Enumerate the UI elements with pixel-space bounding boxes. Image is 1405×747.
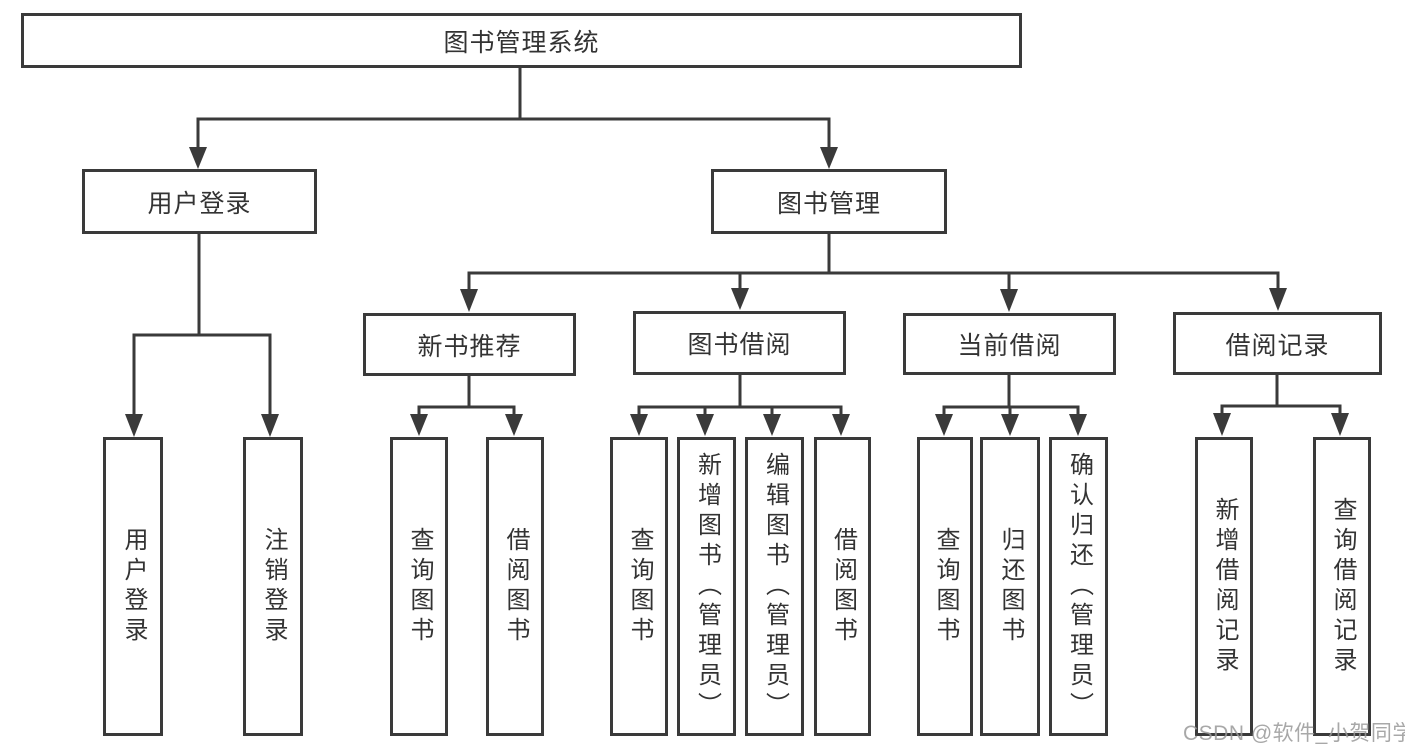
leaf-borrow-books-label: 借阅图书 — [829, 526, 857, 647]
leaf-borrow-books: 借阅图书 — [814, 437, 871, 736]
connector-book-borrow-to-leaves — [637, 375, 843, 415]
leaf-edit-books-admin-label: 编辑图书（管理员） — [761, 451, 789, 722]
leaf-logout-label: 注销登录 — [260, 526, 287, 647]
leaf-query-books-borrow-label: 查询图书 — [626, 526, 653, 647]
leaf-query-books-rec-label: 查询图书 — [406, 526, 433, 647]
leaf-user-login: 用户登录 — [103, 437, 163, 736]
leaf-query-books-current-label: 查询图书 — [932, 526, 959, 647]
node-user-login: 用户登录 — [82, 169, 317, 234]
node-borrow-records: 借阅记录 — [1173, 312, 1382, 375]
leaf-query-books-rec: 查询图书 — [390, 437, 448, 736]
connector-user-login-to-leaves — [132, 234, 272, 415]
leaf-borrow-books-rec: 借阅图书 — [486, 437, 544, 736]
leaf-confirm-return-admin: 确认归还（管理员） — [1049, 437, 1108, 736]
watermark: CSDN @软件_小贺同学 — [1183, 722, 1405, 745]
leaf-add-books-admin: 新增图书（管理员） — [677, 437, 736, 736]
connector-borrow-records-to-leaves — [1220, 375, 1342, 414]
leaf-query-borrow-record: 查询借阅记录 — [1313, 437, 1371, 736]
leaf-query-books-borrow: 查询图书 — [610, 437, 668, 736]
node-user-login-label: 用户登录 — [147, 189, 252, 218]
node-new-book-rec-label: 新书推荐 — [417, 332, 522, 361]
connector-current-borrow-to-leaves — [942, 375, 1080, 415]
node-book-borrow-label: 图书借阅 — [687, 331, 792, 359]
node-borrow-records-label: 借阅记录 — [1225, 331, 1330, 360]
node-book-borrow: 图书借阅 — [633, 311, 846, 375]
node-book-mgmt: 图书管理 — [711, 169, 947, 234]
leaf-user-login-label: 用户登录 — [120, 526, 147, 647]
node-new-book-rec: 新书推荐 — [363, 313, 576, 376]
arrowheads — [125, 147, 1349, 437]
connector-new-book-rec-to-leaves — [417, 376, 516, 415]
connector-root-to-level1 — [196, 68, 831, 148]
node-root: 图书管理系统 — [21, 13, 1022, 68]
leaf-query-books-current: 查询图书 — [917, 437, 973, 736]
leaf-return-books-label: 归还图书 — [997, 526, 1024, 647]
leaf-query-borrow-record-label: 查询借阅记录 — [1329, 496, 1356, 677]
node-root-label: 图书管理系统 — [443, 28, 600, 57]
leaf-borrow-books-rec-label: 借阅图书 — [502, 526, 529, 647]
node-current-borrow: 当前借阅 — [903, 313, 1116, 375]
leaf-confirm-return-admin-label: 确认归还（管理员） — [1065, 451, 1093, 722]
leaf-add-borrow-record-label: 新增借阅记录 — [1211, 496, 1238, 677]
leaf-return-books: 归还图书 — [980, 437, 1040, 736]
leaf-add-borrow-record: 新增借阅记录 — [1195, 437, 1253, 736]
node-book-mgmt-label: 图书管理 — [776, 189, 881, 218]
leaf-add-books-admin-label: 新增图书（管理员） — [693, 451, 721, 722]
leaf-logout: 注销登录 — [243, 437, 303, 736]
connector-book-mgmt-to-modules — [467, 234, 1280, 290]
leaf-edit-books-admin: 编辑图书（管理员） — [745, 437, 804, 736]
node-current-borrow-label: 当前借阅 — [957, 332, 1062, 360]
